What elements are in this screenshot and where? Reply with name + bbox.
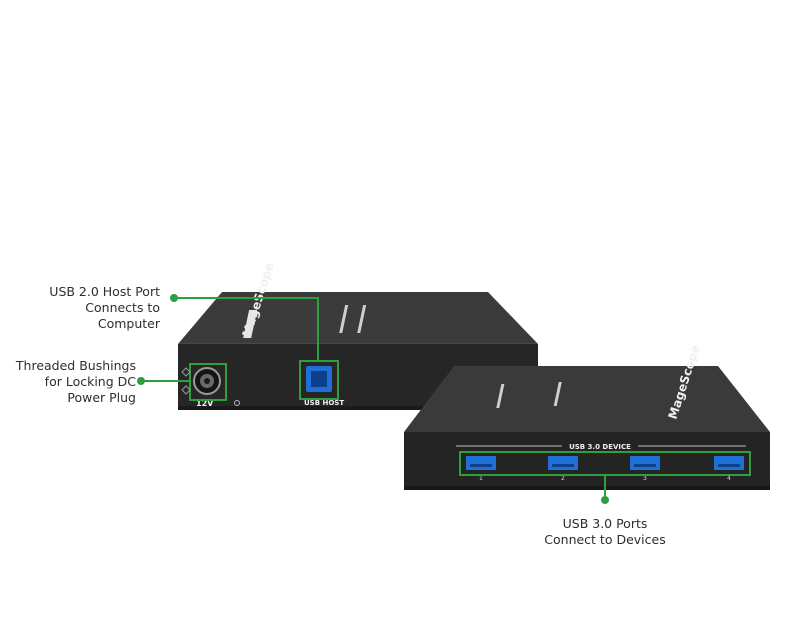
callout-usb3-ports: USB 3.0 Ports Connect to Devices (540, 516, 670, 548)
port-number-4: 4 (727, 475, 731, 482)
power-button-icon (234, 400, 240, 406)
callout-dots (137, 294, 609, 504)
port-number-3: 3 (643, 475, 647, 482)
dot-bushings (137, 377, 145, 385)
callout-bushings: Threaded Bushings for Locking DC Power P… (8, 358, 136, 406)
callout-host-line2: Connects to Computer (85, 300, 160, 331)
dot-host-port (170, 294, 178, 302)
usb3-port-4 (714, 456, 744, 470)
callout-bush-line2: for Locking DC (44, 374, 136, 389)
device-back-top (178, 292, 538, 344)
usb3-port-2 (548, 456, 578, 470)
usb3-port-3 (630, 456, 660, 470)
callout-bush-line1: Threaded Bushings (15, 358, 136, 373)
port-number-1: 1 (479, 475, 483, 482)
dot-usb3-ports (601, 496, 609, 504)
power-label: 12V (196, 399, 214, 408)
device-front: MageScope USB 3.0 DEVICE 1 2 3 4 (404, 343, 770, 490)
device-front-top (404, 366, 770, 432)
callout-host-line1: USB 2.0 Host Port (49, 284, 160, 299)
callout-ports-line2: Connect to Devices (544, 532, 666, 547)
callout-ports-line1: USB 3.0 Ports (562, 516, 648, 531)
usb3-port-1 (466, 456, 496, 470)
leader-host-port (174, 297, 319, 361)
usb3-group-label: USB 3.0 DEVICE (569, 443, 631, 451)
callout-bush-line3: Power Plug (67, 390, 136, 405)
callout-graphics (141, 297, 751, 500)
bushing-markers (181, 367, 191, 395)
usb-host-label: USB HOST (304, 399, 344, 407)
callout-host-port: USB 2.0 Host Port Connects to Computer (20, 284, 160, 332)
port-number-2: 2 (561, 475, 565, 482)
